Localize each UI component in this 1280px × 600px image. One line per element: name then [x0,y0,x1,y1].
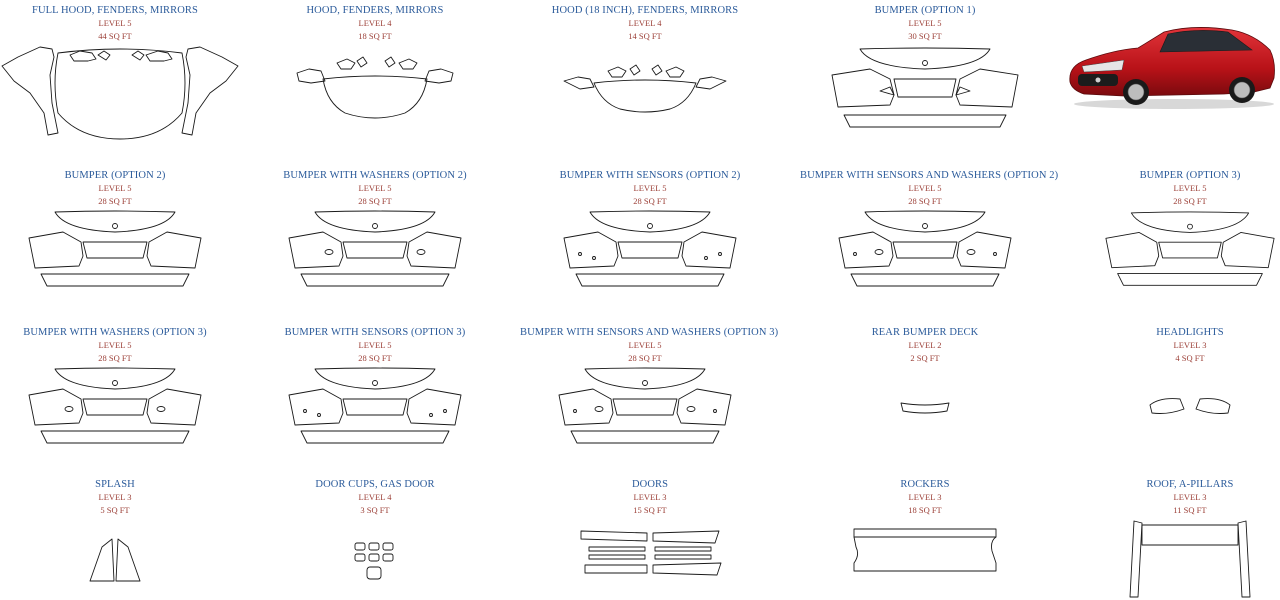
kit-bumper-option-3[interactable]: BUMPER (OPTION 3) LEVEL 5 28 SQ FT [1100,169,1280,298]
kit-title: BUMPER WITH WASHERS (OPTION 3) [23,327,207,338]
kit-sqft: 5 SQ FT [100,505,130,515]
kit-level: LEVEL 3 [908,492,942,502]
kit-title: SPLASH [95,479,135,490]
vehicle-photo [1064,20,1278,110]
bumper-sensors-washers-diagram [838,210,1012,287]
kit-level: LEVEL 5 [908,183,942,193]
kit-sqft: 28 SQ FT [358,353,392,363]
kit-title: BUMPER WITH SENSORS AND WASHERS (OPTION … [520,327,779,338]
bumper-sensors-washers-diagram [558,367,732,444]
kit-sqft: 28 SQ FT [98,353,132,363]
hood-diagram [296,56,454,119]
kit-sqft: 4 SQ FT [1175,353,1205,363]
kit-title: REAR BUMPER DECK [871,327,979,338]
red-sedan-image [1069,27,1275,109]
kit-bumper-sensors-washers-option-3[interactable]: BUMPER WITH SENSORS AND WASHERS (OPTION … [520,326,779,455]
kit-bumper-option-2[interactable]: BUMPER (OPTION 2) LEVEL 5 28 SQ FT [20,169,210,298]
kit-sqft: 18 SQ FT [908,505,942,515]
kit-title: BUMPER WITH SENSORS (OPTION 2) [559,170,741,181]
kit-headlights[interactable]: HEADLIGHTS LEVEL 3 4 SQ FT [1130,326,1250,425]
kit-doors[interactable]: DOORS LEVEL 3 15 SQ FT [575,478,725,587]
kit-sqft: 28 SQ FT [98,196,132,206]
kit-sqft: 28 SQ FT [908,196,942,206]
kit-title: FULL HOOD, FENDERS, MIRRORS [32,5,198,16]
kit-title: DOORS [631,479,669,490]
kit-title: BUMPER WITH SENSORS AND WASHERS (OPTION … [800,170,1059,181]
kit-level: LEVEL 5 [98,340,132,350]
kit-rear-bumper-deck[interactable]: REAR BUMPER DECK LEVEL 2 2 SQ FT [855,326,995,425]
kit-level: LEVEL 5 [358,183,392,193]
kit-bumper-option-1[interactable]: BUMPER (OPTION 1) LEVEL 5 30 SQ FT [820,4,1030,133]
kit-sqft: 2 SQ FT [910,353,940,363]
kit-level: LEVEL 5 [358,340,392,350]
kit-level: LEVEL 5 [98,18,132,28]
bumper-diagram [1105,211,1275,286]
kit-title: HOOD (18 INCH), FENDERS, MIRRORS [551,5,739,16]
bumper-diagram [28,210,202,287]
kit-title: ROCKERS [900,479,950,490]
door-cups-diagram [354,542,394,580]
kit-sqft: 11 SQ FT [1173,505,1207,515]
kit-sqft: 44 SQ FT [98,31,132,41]
kit-title: HEADLIGHTS [1156,327,1224,338]
kit-level: LEVEL 4 [358,18,392,28]
kit-sqft: 28 SQ FT [633,196,667,206]
kit-bumper-sensors-option-2[interactable]: BUMPER WITH SENSORS (OPTION 2) LEVEL 5 2… [555,169,745,298]
kit-sqft: 28 SQ FT [1173,196,1207,206]
kit-title: BUMPER WITH SENSORS (OPTION 3) [284,327,466,338]
doors-diagram [580,530,722,576]
kit-bumper-sensors-option-3[interactable]: BUMPER WITH SENSORS (OPTION 3) LEVEL 5 2… [280,326,470,455]
kit-splash[interactable]: SPLASH LEVEL 3 5 SQ FT [60,478,170,587]
rockers-diagram [853,528,997,572]
rear-deck-diagram [900,402,950,414]
kit-bumper-washers-option-3[interactable]: BUMPER WITH WASHERS (OPTION 3) LEVEL 5 2… [20,326,210,455]
kit-level: LEVEL 5 [628,340,662,350]
kit-bumper-washers-option-2[interactable]: BUMPER WITH WASHERS (OPTION 2) LEVEL 5 2… [280,169,470,298]
kit-title: BUMPER (OPTION 3) [1139,170,1241,181]
kit-title: HOOD, FENDERS, MIRRORS [306,5,444,16]
kit-full-hood-fenders-mirrors[interactable]: FULL HOOD, FENDERS, MIRRORS LEVEL 5 44 S… [0,4,239,143]
hood-18-diagram [563,64,727,113]
kit-hood-fenders-mirrors[interactable]: HOOD, FENDERS, MIRRORS LEVEL 4 18 SQ FT [285,4,465,123]
kit-level: LEVEL 5 [633,183,667,193]
kit-sqft: 18 SQ FT [358,31,392,41]
kit-title: DOOR CUPS, GAS DOOR [315,479,435,490]
kit-rockers[interactable]: ROCKERS LEVEL 3 18 SQ FT [850,478,1000,587]
kit-roof-a-pillars[interactable]: ROOF, A-PILLARS LEVEL 3 11 SQ FT [1120,478,1260,598]
headlights-diagram [1149,398,1231,414]
kit-level: LEVEL 3 [633,492,667,502]
kit-level: LEVEL 5 [1173,183,1207,193]
kit-level: LEVEL 3 [1173,340,1207,350]
bumper-washers-diagram [288,210,462,287]
kit-hood-18-fenders-mirrors[interactable]: HOOD (18 INCH), FENDERS, MIRRORS LEVEL 4… [540,4,750,123]
kit-bumper-sensors-washers-option-2[interactable]: BUMPER WITH SENSORS AND WASHERS (OPTION … [800,169,1059,298]
kit-level: LEVEL 5 [98,183,132,193]
kit-level: LEVEL 4 [358,492,392,502]
roof-pillars-diagram [1129,520,1251,598]
kit-sqft: 14 SQ FT [628,31,662,41]
bumper-washers-diagram [28,367,202,444]
kit-title: ROOF, A-PILLARS [1146,479,1234,490]
kit-level: LEVEL 4 [628,18,662,28]
kit-title: BUMPER (OPTION 2) [64,170,166,181]
kit-sqft: 3 SQ FT [360,505,390,515]
kit-sqft: 28 SQ FT [628,353,662,363]
kit-title: BUMPER WITH WASHERS (OPTION 2) [283,170,467,181]
kit-level: LEVEL 5 [908,18,942,28]
kit-title: BUMPER (OPTION 1) [874,5,976,16]
kit-level: LEVEL 2 [908,340,942,350]
splash-diagram [89,538,141,582]
kit-sqft: 15 SQ FT [633,505,667,515]
kit-sqft: 30 SQ FT [908,31,942,41]
full-hood-diagram [1,46,239,140]
kit-door-cups-gas-door[interactable]: DOOR CUPS, GAS DOOR LEVEL 4 3 SQ FT [310,478,440,587]
kit-sqft: 28 SQ FT [358,196,392,206]
bumper-option-1-diagram [831,47,1019,128]
kit-level: LEVEL 3 [1173,492,1207,502]
bumper-sensors-diagram [288,367,462,444]
bumper-sensors-diagram [563,210,737,287]
kit-level: LEVEL 3 [98,492,132,502]
